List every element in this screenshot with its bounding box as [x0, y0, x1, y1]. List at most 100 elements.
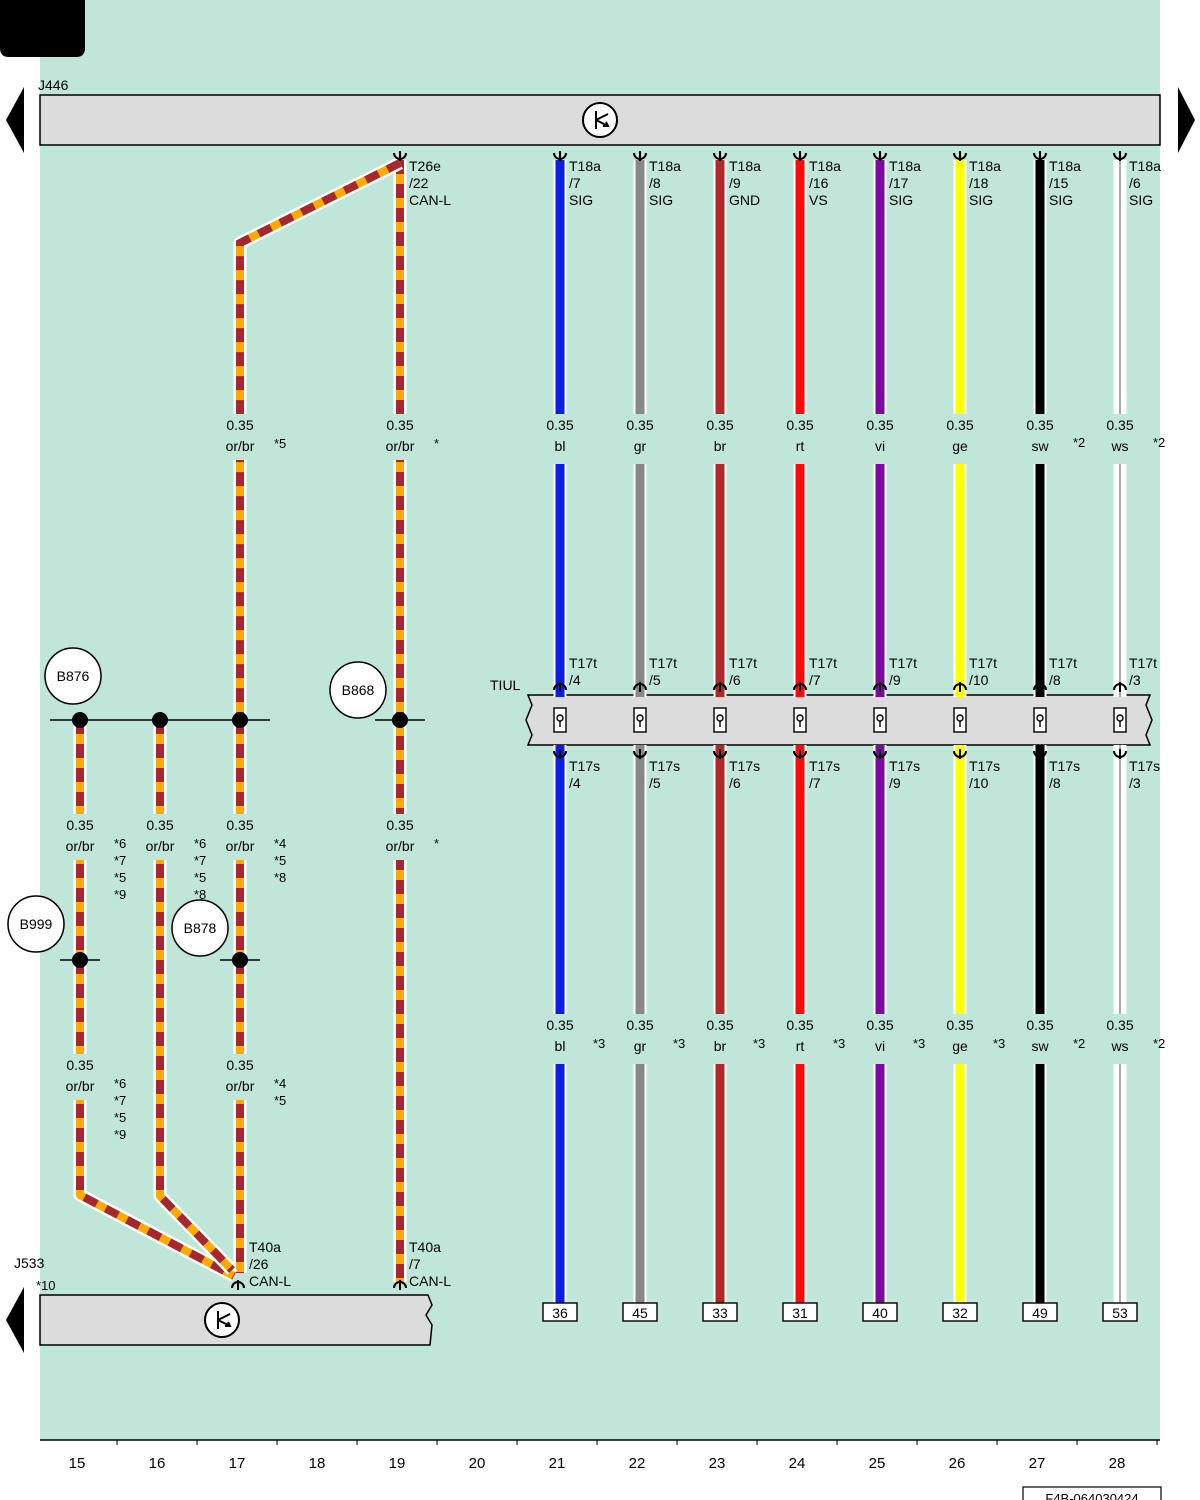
j446-label: J446 — [38, 77, 69, 93]
doc-id: F4B-064030424 — [1045, 1491, 1138, 1500]
can-wire-note: * — [434, 836, 439, 851]
terminal-box — [1022, 1302, 1058, 1322]
terminal-number: 36 — [552, 1305, 568, 1321]
signal-wire-note: *2 — [1073, 435, 1085, 450]
signal-wire-note: *3 — [753, 1036, 765, 1051]
splice-dot — [232, 952, 248, 968]
can-label-mask — [144, 814, 176, 860]
tiul-contact — [953, 707, 967, 733]
can-wire-note: *6*7*5*9 — [114, 1076, 126, 1142]
signal-label-mask — [944, 1014, 976, 1064]
tiul-label: TIUL — [490, 677, 521, 693]
signal-wire-note: *2 — [1153, 1036, 1165, 1051]
node-label: B876 — [57, 668, 90, 684]
signal-wire-note: *3 — [833, 1036, 845, 1051]
tiul-contact — [553, 707, 567, 733]
component-j533: J533 *10 — [14, 1255, 433, 1346]
signal-label-mask — [864, 414, 896, 464]
signal-label-mask — [704, 414, 736, 464]
can-label-mask — [224, 414, 256, 460]
tiul-bottom-pin-label: T17s/10 — [969, 758, 1000, 791]
column-number: 24 — [789, 1455, 806, 1472]
tiul-top-pin-label: T17t/9 — [889, 655, 917, 688]
can-wire — [76, 720, 236, 1280]
node-label: B999 — [20, 916, 53, 932]
node-b876: B876 — [44, 647, 102, 705]
tiul-bar — [525, 694, 1153, 746]
can-wire-note: *6*7*5*9 — [114, 836, 126, 902]
column-number: 27 — [1029, 1455, 1046, 1472]
tiul-top-pin-label: T17t/10 — [969, 655, 997, 688]
signal-wire-note: *3 — [593, 1036, 605, 1051]
tiul-bottom-pin-label: T17s/9 — [889, 758, 920, 791]
column-number: 21 — [549, 1455, 566, 1472]
signal-label-mask — [864, 1014, 896, 1064]
tiul-bottom-pin-label: T17s/5 — [649, 758, 680, 791]
column-number: 18 — [309, 1455, 326, 1472]
signal-wire-note: *3 — [913, 1036, 925, 1051]
j533-note: *10 — [36, 1278, 56, 1293]
node-b868: B868 — [329, 661, 387, 719]
node-b878: B878 — [171, 899, 229, 957]
left-nav-arrow-bottom — [6, 1287, 24, 1353]
j533-control-unit-icon — [204, 1302, 240, 1338]
terminal-box — [702, 1302, 738, 1322]
terminal-box — [862, 1302, 898, 1322]
tiul-contact — [1113, 707, 1127, 733]
column-number: 16 — [149, 1455, 166, 1472]
terminal-number: 40 — [872, 1305, 888, 1321]
terminal-box — [622, 1302, 658, 1322]
splice-dot — [232, 712, 248, 728]
corner-tab — [0, 0, 85, 57]
splice-dot — [392, 712, 408, 728]
tiul-contact — [1033, 707, 1047, 733]
node-label: B878 — [184, 920, 217, 936]
signal-label-mask — [624, 1014, 656, 1064]
signal-label-mask — [544, 414, 576, 464]
node-b999: B999 — [7, 895, 65, 953]
tiul-bottom-pin-label: T17s/4 — [569, 758, 600, 791]
can-wire-note: *5 — [274, 436, 286, 451]
terminal-number: 32 — [952, 1305, 968, 1321]
splice-dot — [152, 712, 168, 728]
tiul-contact — [713, 707, 727, 733]
tiul-contact — [793, 707, 807, 733]
tiul-top-pin-label: T17t/6 — [729, 655, 757, 688]
can-wire-note: *6*7*5*8 — [194, 836, 206, 902]
terminal-number: 31 — [792, 1305, 808, 1321]
tiul-top-pin-label: T17t/7 — [809, 655, 837, 688]
signal-wire-note: *3 — [993, 1036, 1005, 1051]
terminal-box — [942, 1302, 978, 1322]
can-label-mask — [384, 414, 416, 460]
j446-control-unit-icon — [582, 102, 618, 138]
can-label-mask — [64, 1054, 96, 1100]
can-wire-note: *4*5 — [274, 1076, 286, 1108]
tiul-contact — [633, 707, 647, 733]
doc-id-box — [1022, 1486, 1162, 1500]
column-number: 17 — [229, 1455, 246, 1472]
column-number: 25 — [869, 1455, 886, 1472]
tiul-top-pin-label: T17t/3 — [1129, 655, 1157, 688]
